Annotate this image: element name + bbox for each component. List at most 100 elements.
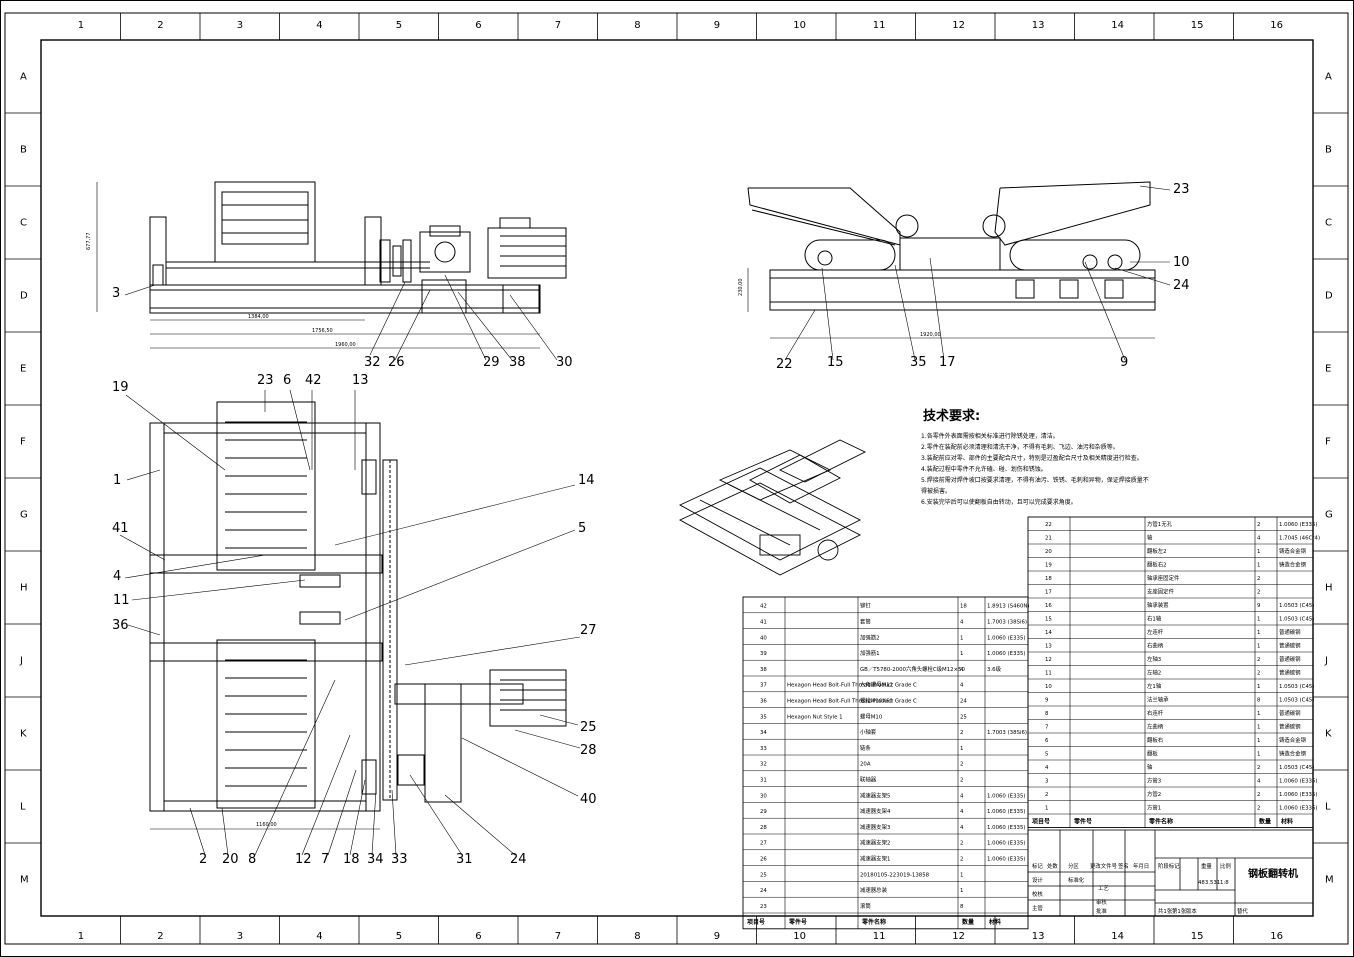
top-callout-5: 5 — [578, 521, 586, 536]
table-cell: 轴承装置 — [1147, 601, 1169, 609]
zone-row-right-A: A — [1325, 72, 1332, 83]
table-cell: 1 — [1257, 725, 1260, 731]
zone-col-bottom-14: 14 — [1111, 931, 1124, 942]
zone-col-bottom-2: 2 — [157, 931, 163, 942]
table-cell: 1 — [1257, 563, 1260, 569]
title-block-label: 年月日 — [1133, 862, 1149, 870]
side-dim-height: 230,00 — [738, 279, 744, 297]
tech-line: 6.安装完毕后可以使翻板自由转动，且可以完成要求角度。 — [921, 498, 1077, 506]
zone-row-left-C: C — [20, 218, 27, 229]
side-callout-35: 35 — [910, 355, 927, 370]
zone-row-left-K: K — [20, 729, 27, 740]
table-cell: 左轴3 — [1147, 655, 1161, 663]
zone-row-left-A: A — [20, 72, 27, 83]
table-cell: 18 — [960, 604, 967, 610]
table-cell: 1 — [960, 888, 963, 894]
zone-row-left-H: H — [20, 583, 28, 594]
title-block-label: 标记 — [1032, 862, 1043, 870]
table-cell: 24 — [760, 888, 767, 894]
table-cell: 左曲柄 — [1147, 723, 1164, 731]
table-cell: 1.7003 (38Si6) — [987, 730, 1027, 736]
table-cell: 19 — [1045, 563, 1052, 569]
table-cell: 4 — [1257, 779, 1261, 785]
table-cell: 16 — [1045, 603, 1052, 609]
table-cell: 30 — [760, 793, 767, 799]
table-cell: 1.0503 (C45) — [1279, 684, 1314, 690]
zone-row-right-K: K — [1325, 729, 1332, 740]
title-block-label: 主管 — [1032, 904, 1043, 912]
table-cell: 翻板右 — [1147, 736, 1164, 744]
table-header-cell: 零件号 — [788, 918, 807, 926]
front-dim-width3: 1960,00 — [335, 342, 356, 348]
top-callout-7: 7 — [321, 852, 329, 867]
table-cell: 13 — [1045, 644, 1052, 650]
top-callout-23: 23 — [257, 373, 274, 388]
table-cell: 35 — [760, 714, 767, 720]
table-cell: 1 — [960, 635, 963, 641]
table-cell: 2 — [1257, 522, 1260, 528]
side-callout-24: 24 — [1173, 278, 1190, 293]
table-cell: 1 — [1257, 630, 1260, 636]
table-cell: 4 — [960, 825, 964, 831]
side-callout-23: 23 — [1173, 182, 1190, 197]
table-cell: 铸造合金钢 — [1279, 561, 1306, 569]
title-block-label: 比例 — [1220, 862, 1231, 870]
top-callout-20: 20 — [222, 852, 239, 867]
table-cell: 减速器支架4 — [860, 807, 891, 815]
table-cell: 方管2 — [1147, 790, 1161, 798]
zone-row-left-J: J — [19, 656, 23, 667]
table-cell: 左轴2 — [1147, 669, 1161, 677]
zone-col-top-4: 4 — [316, 20, 322, 31]
table-cell: 右1轴 — [1147, 615, 1161, 623]
zone-col-bottom-10: 10 — [793, 931, 806, 942]
title-block-labels: 标记处数分区更改文件号签名年月日设计标准化校核工艺主管审核批准阶段标记重量比例共… — [1032, 862, 1248, 915]
table-cell: 六角螺母M12 — [860, 681, 893, 689]
zone-col-bottom-13: 13 — [1032, 931, 1045, 942]
zone-col-top-2: 2 — [157, 20, 163, 31]
title-block-label: 重量 — [1201, 862, 1212, 870]
table-cell: 15 — [1045, 617, 1052, 623]
zone-col-top-15: 15 — [1191, 20, 1204, 31]
table-cell: 2 — [960, 762, 963, 768]
table-cell: 40 — [760, 635, 767, 641]
zone-col-bottom-5: 5 — [396, 931, 402, 942]
table-cell: 轴 — [1147, 534, 1152, 542]
zone-col-bottom-15: 15 — [1191, 931, 1204, 942]
top-callout-27: 27 — [580, 623, 597, 638]
tech-title: 技术要求: — [923, 408, 980, 424]
table-cell: 小轴套 — [860, 728, 877, 736]
table-cell: 减速器支架1 — [860, 855, 890, 863]
top-callout-13: 13 — [352, 373, 369, 388]
table-cell: 8 — [1257, 698, 1261, 704]
top-callout-33: 33 — [391, 852, 408, 867]
zone-col-bottom-16: 16 — [1270, 931, 1283, 942]
table-cell: 2 — [1257, 792, 1260, 798]
zone-col-top-3: 3 — [237, 20, 243, 31]
tech-line: 2.零件在装配前必须清理和清洗干净，不得有毛刺、飞边、油污和杂质等。 — [921, 443, 1119, 451]
table-cell: 右曲柄 — [1147, 642, 1164, 650]
tech-line: 4.装配过程中零件不允许磕、碰、划伤和锈蚀。 — [921, 465, 1047, 473]
table-cell: 39 — [760, 651, 767, 657]
table-cell: 2 — [1257, 657, 1260, 663]
table-cell: 18 — [1045, 576, 1052, 582]
table-cell: 铸造合金钢 — [1279, 750, 1306, 758]
zone-col-top-5: 5 — [396, 20, 402, 31]
top-callout-34: 34 — [367, 852, 384, 867]
table-cell: 普通碳钢 — [1279, 642, 1301, 650]
title-block-label: 共1张 — [1158, 907, 1173, 915]
table-cell: 2 — [1257, 765, 1260, 771]
side-callout-15: 15 — [827, 355, 844, 370]
table-cell: 翻板 — [1147, 750, 1158, 758]
table-cell: 5 — [1045, 752, 1048, 758]
table-cell: 铆钉 — [860, 602, 871, 610]
zone-col-top-13: 13 — [1032, 20, 1045, 31]
table-header-cell: 零件名称 — [1148, 817, 1173, 825]
zone-row-right-F: F — [1325, 437, 1331, 448]
table-cell: 20180105-223019-13858 — [860, 872, 930, 878]
table-cell: 1 — [1257, 617, 1260, 623]
table-cell: 1.0060 (E335) — [1279, 792, 1317, 798]
table-cell: 1.0060 (E335) — [987, 857, 1025, 863]
zone-row-left-E: E — [20, 364, 26, 375]
